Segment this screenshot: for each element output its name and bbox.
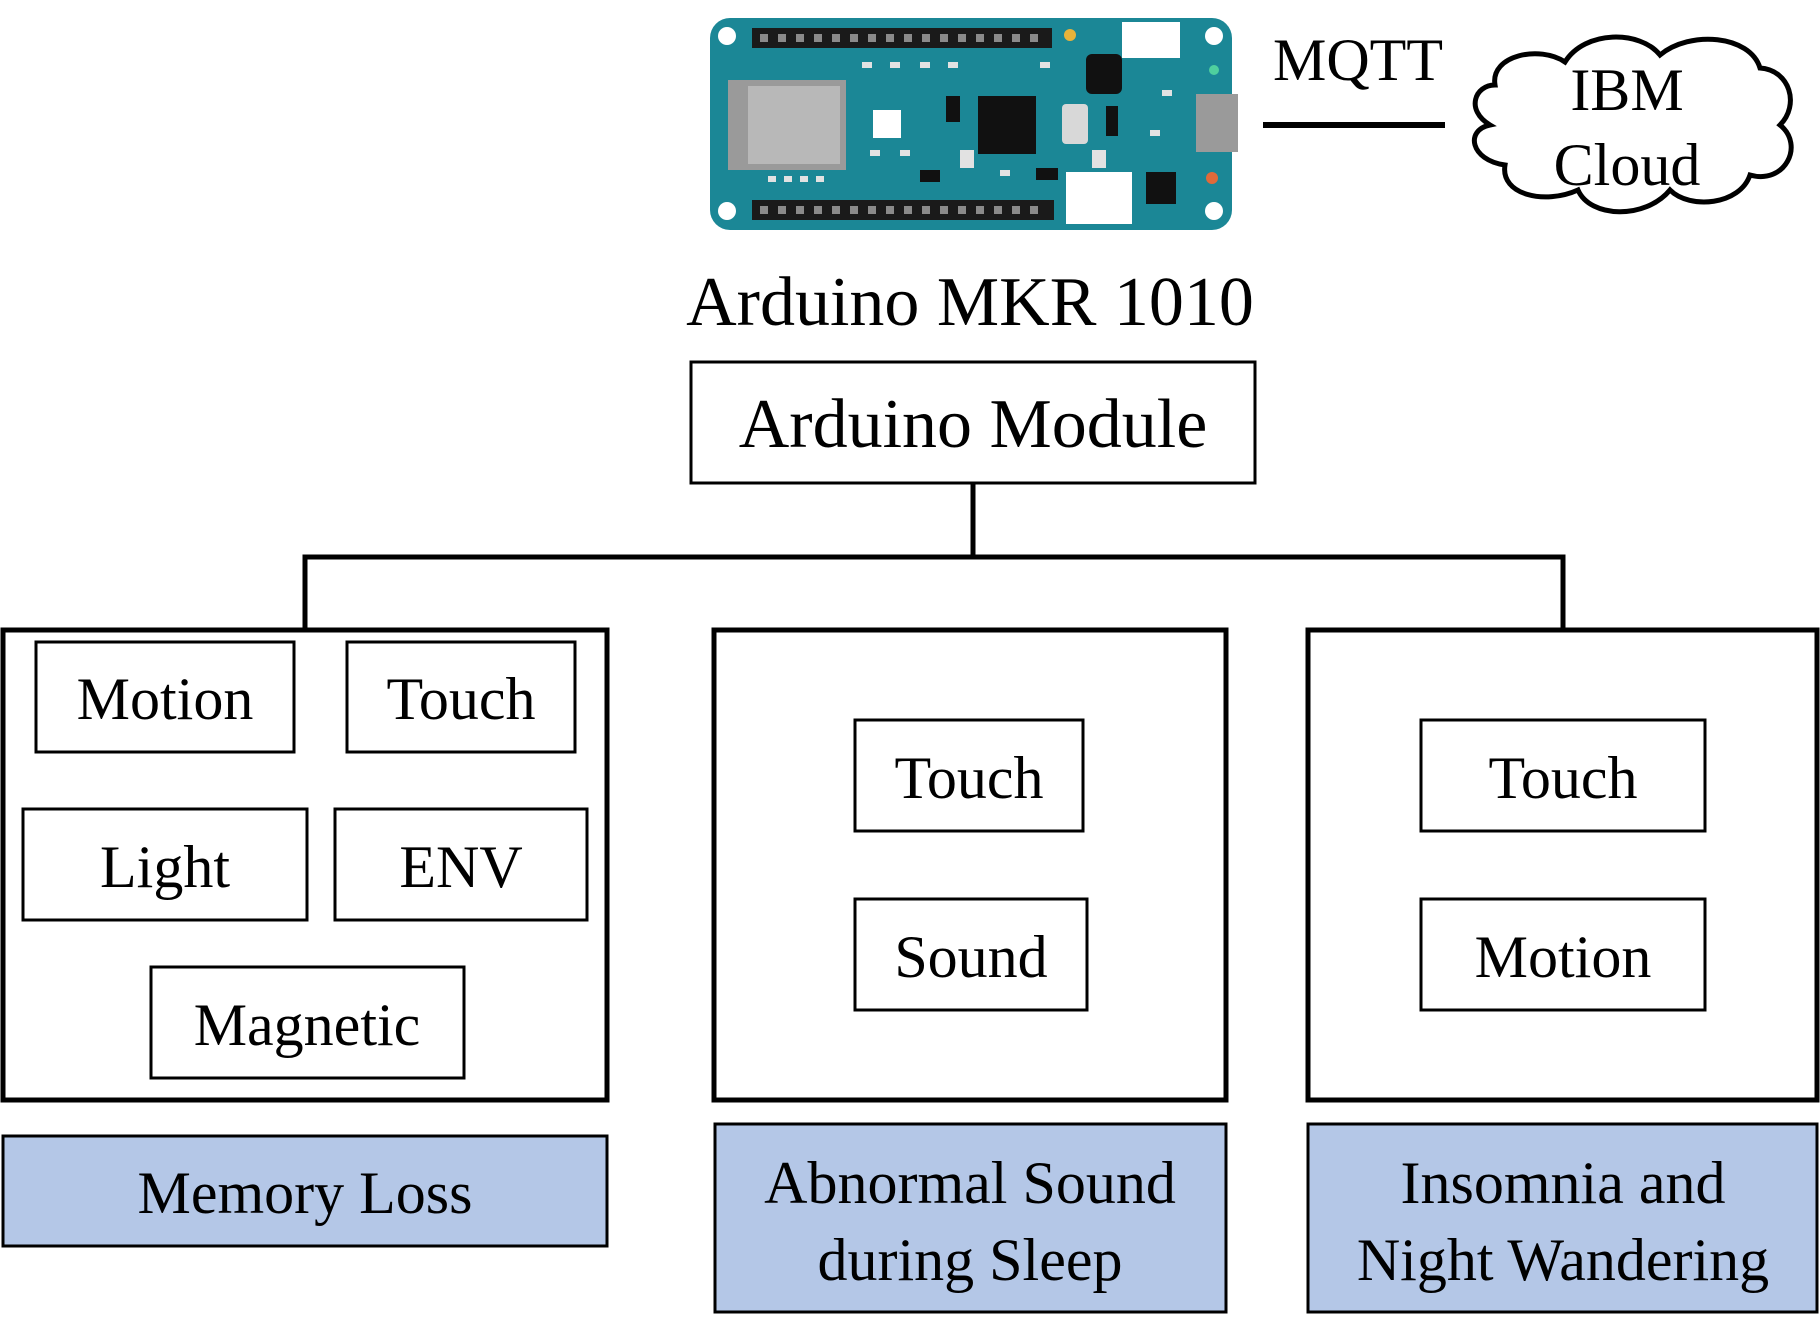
condition-label-line2: Night Wandering: [1357, 1227, 1769, 1293]
condition-label-line1: Abnormal Sound: [764, 1150, 1176, 1216]
condition-box-abnormal-sound: [713, 1122, 1228, 1314]
sensor-label: Touch: [1488, 745, 1637, 811]
condition-label: Memory Loss: [138, 1160, 473, 1226]
sensor-group-2-box: [711, 627, 1229, 1103]
board-title: Arduino MKR 1010: [686, 264, 1254, 341]
sensor-label: ENV: [399, 834, 522, 900]
cloud-label-line1: IBM: [1570, 57, 1683, 123]
sensor-label: Touch: [386, 666, 535, 732]
cloud-label-line2: Cloud: [1554, 132, 1701, 198]
mqtt-label: MQTT: [1273, 27, 1443, 93]
sensor-box-touch: [853, 718, 1085, 833]
sensor-label: Motion: [1475, 924, 1652, 990]
sensor-box-magnetic: [149, 965, 466, 1080]
condition-label-line1: Insomnia and: [1401, 1150, 1726, 1216]
sensor-label: Motion: [77, 666, 254, 732]
condition-box-insomnia: [1306, 1122, 1819, 1314]
connector-tree: [302, 483, 1566, 630]
sensor-box-touch: [345, 640, 577, 754]
sensor-box-motion: [1419, 897, 1707, 1012]
sensor-group-3-box: [1305, 627, 1820, 1103]
arduino-module-box: [689, 360, 1257, 485]
sensor-label: Touch: [894, 745, 1043, 811]
sensor-box-env: [333, 807, 589, 922]
sensor-box-touch: [1419, 718, 1707, 833]
sensor-label: Light: [100, 834, 230, 900]
sensor-box-motion: [34, 640, 296, 754]
condition-box-memory-loss: [1, 1134, 609, 1248]
arduino-module-label: Arduino Module: [739, 386, 1208, 463]
sensor-box-light: [21, 807, 309, 922]
cloud-icon: [1471, 34, 1794, 215]
arduino-board-image: [710, 18, 1238, 230]
sensor-box-sound: [853, 897, 1089, 1012]
sensor-label: Magnetic: [194, 992, 421, 1058]
sensor-label: Sound: [894, 924, 1047, 990]
condition-label-line2: during Sleep: [818, 1227, 1123, 1293]
